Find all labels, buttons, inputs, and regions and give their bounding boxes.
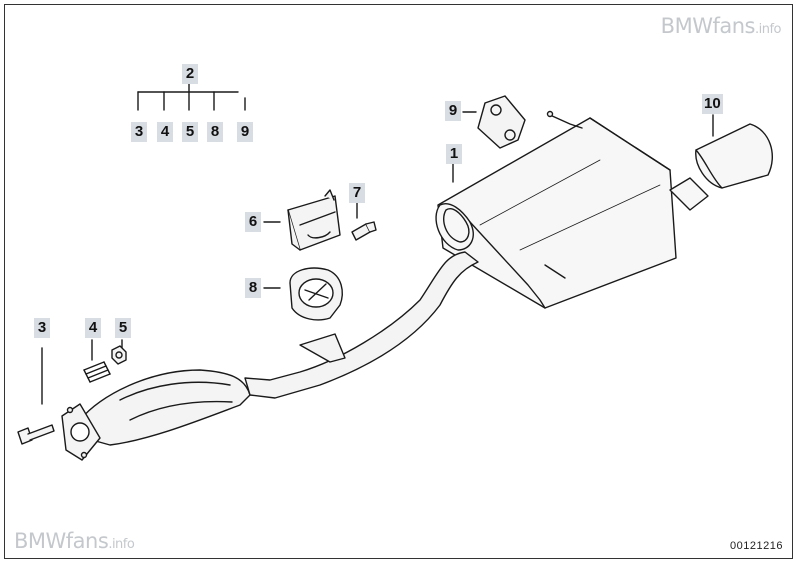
callout-nut: 5 — [115, 318, 131, 338]
callout-group-child-4: 4 — [157, 122, 173, 142]
rubber-ring — [289, 267, 343, 321]
callout-exhaust-tip: 10 — [702, 94, 723, 114]
rear-muffler — [435, 117, 677, 309]
callout-group-child-8: 8 — [207, 122, 223, 142]
callout-group-child-9: 9 — [237, 122, 253, 142]
mount-clamp — [287, 189, 341, 251]
callout-muffler: 1 — [446, 144, 462, 164]
hanger-bracket — [477, 95, 583, 279]
callout-group-child-3: 3 — [131, 122, 147, 142]
spring — [83, 361, 111, 383]
leader-lines — [41, 111, 714, 405]
flange-bolt — [17, 424, 55, 445]
callout-group-child-5: 5 — [182, 122, 198, 142]
callout-spring: 4 — [85, 318, 101, 338]
callout-clamp-screw: 7 — [349, 183, 365, 203]
callout-flange-bolt: 3 — [34, 318, 50, 338]
flange-gasket — [61, 403, 101, 461]
callout-mount-clamp: 6 — [245, 212, 261, 232]
callout-hanger-bracket: 9 — [445, 101, 461, 121]
front-pipe — [79, 251, 479, 446]
callout-group-parent: 2 — [182, 64, 198, 84]
group-bracket — [137, 83, 246, 111]
callout-rubber-ring: 8 — [245, 278, 261, 298]
diagram-frame — [4, 4, 793, 559]
watermark-top: BMWfans.info — [660, 14, 782, 38]
tail-pipe — [669, 123, 773, 211]
diagram-id: 00121216 — [730, 540, 783, 552]
clamp-screw — [351, 221, 377, 241]
watermark-bottom: BMWfans.info — [14, 529, 135, 553]
nut — [111, 345, 127, 365]
